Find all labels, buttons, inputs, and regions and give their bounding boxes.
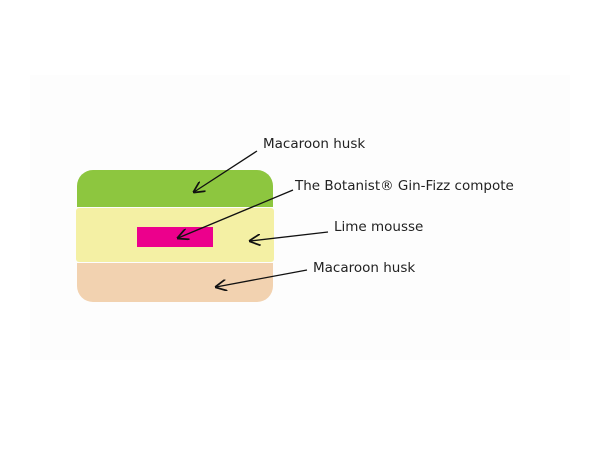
label-bottom-husk: Macaroon husk bbox=[313, 260, 416, 276]
label-top-husk: Macaroon husk bbox=[263, 136, 366, 152]
label-lime-mousse: Lime mousse bbox=[334, 219, 424, 235]
label-compote: The Botanist® Gin-Fizz compote bbox=[295, 178, 514, 194]
arrow-compote bbox=[178, 189, 294, 238]
arrow-bottom-husk bbox=[216, 269, 308, 287]
arrow-mousse bbox=[250, 231, 329, 241]
top-husk-layer bbox=[77, 170, 273, 207]
arrow-top-husk bbox=[194, 150, 258, 192]
